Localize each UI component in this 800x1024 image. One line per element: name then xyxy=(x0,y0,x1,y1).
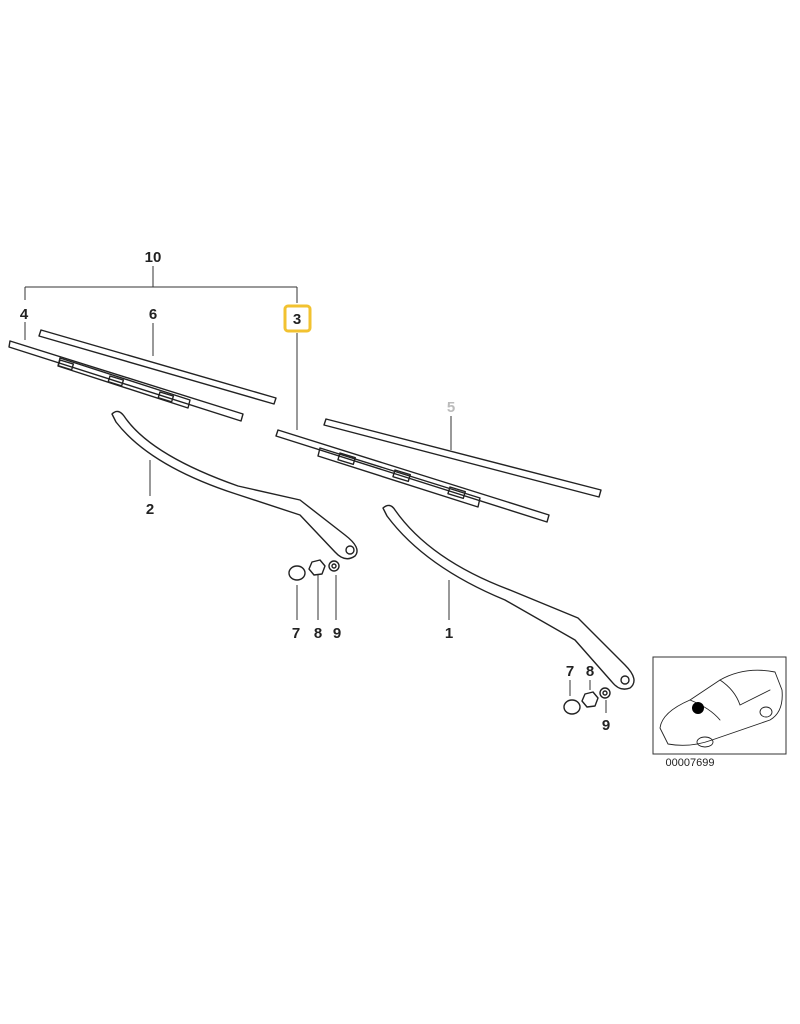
callout-7[interactable]: 7 xyxy=(566,663,574,680)
wiper-blade-left xyxy=(8,340,244,422)
callout-10[interactable]: 10 xyxy=(145,249,162,266)
car-location-inset xyxy=(652,656,787,755)
callout-8[interactable]: 8 xyxy=(586,663,594,680)
callout-2[interactable]: 2 xyxy=(146,501,154,518)
callout-1[interactable]: 1 xyxy=(445,625,453,642)
callout-8[interactable]: 8 xyxy=(314,625,322,642)
callout-3[interactable]: 3 xyxy=(293,311,301,328)
wiper-rubber-right xyxy=(323,418,602,498)
location-marker xyxy=(692,702,704,714)
diagram-reference-number: 00007699 xyxy=(666,757,715,769)
callout-5[interactable]: 5 xyxy=(447,399,455,416)
hardware-set-left xyxy=(288,559,340,581)
wiper-arm-right xyxy=(382,504,635,690)
hardware-set-right xyxy=(563,687,611,715)
callout-4[interactable]: 4 xyxy=(20,306,29,323)
assembly-bracket xyxy=(24,266,298,303)
wiper-arm-left xyxy=(111,410,358,560)
callout-7[interactable]: 7 xyxy=(292,625,300,642)
wiper-blade-right xyxy=(275,429,550,523)
callout-3-highlight xyxy=(283,304,312,333)
wiper-rubber-left xyxy=(38,329,277,405)
callout-9[interactable]: 9 xyxy=(333,625,341,642)
callout-9[interactable]: 9 xyxy=(602,717,610,734)
callout-6[interactable]: 6 xyxy=(149,306,157,323)
